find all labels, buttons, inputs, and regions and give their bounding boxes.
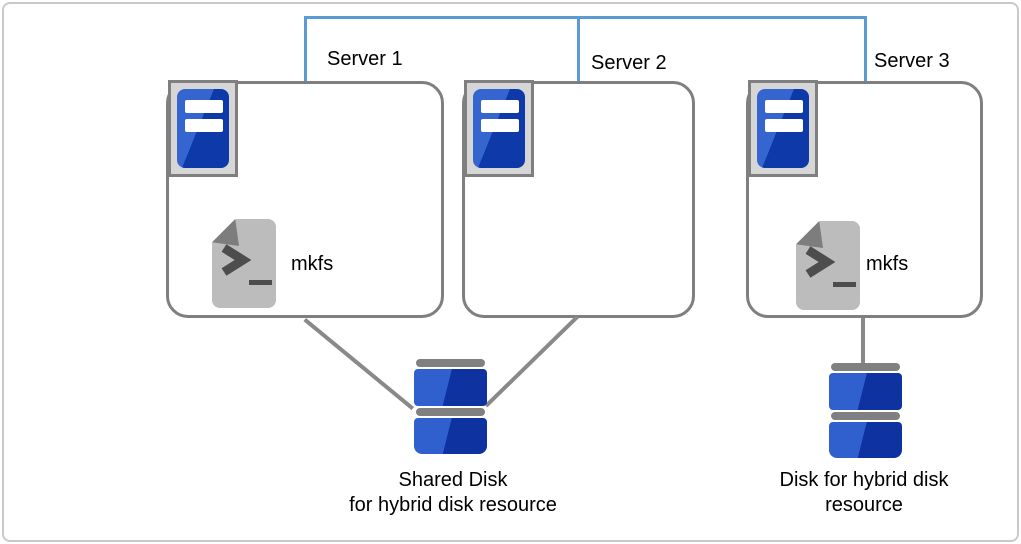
disk-platter-bar	[831, 412, 900, 420]
server-tower-body	[757, 89, 809, 168]
server1-label: Server 1	[327, 48, 403, 70]
disk-platter-bar	[831, 363, 900, 371]
server3-label: Server 3	[874, 50, 950, 72]
disk-platter-bar	[416, 408, 485, 416]
disk-unit	[829, 422, 902, 458]
disk-unit	[414, 369, 487, 406]
caption-line: Shared Disk	[398, 469, 508, 491]
shared-disk-stack-icon	[414, 359, 487, 454]
hybrid-disk-caption: Disk for hybrid disk resource	[714, 468, 1014, 518]
server2-label: Server 2	[591, 52, 667, 74]
network-line-server1	[304, 16, 307, 82]
caption-line: for hybrid disk resource	[349, 494, 557, 516]
shared-disk-caption: Shared Disk for hybrid disk resource	[303, 468, 603, 518]
hybrid-disk-stack-icon	[829, 363, 902, 458]
server-drive-bay	[185, 100, 223, 113]
server-drive-bay	[481, 119, 519, 132]
server1-server-tower-icon	[168, 80, 238, 177]
terminal-prompt-icon	[805, 246, 835, 278]
server-drive-bay	[765, 119, 803, 132]
caption-line: Disk for hybrid disk	[779, 469, 949, 491]
disk-unit	[414, 418, 487, 454]
caption-line: resource	[825, 494, 903, 516]
server-tower-body	[177, 89, 229, 168]
server-drive-bay	[481, 100, 519, 113]
server2-server-tower-icon	[464, 80, 534, 177]
server1-mkfs-label: mkfs	[291, 253, 334, 275]
connector-server3-to-hybrid-disk	[861, 318, 865, 366]
network-line-server2	[577, 16, 580, 82]
server-drive-bay	[185, 119, 223, 132]
network-line-server3	[864, 16, 867, 82]
terminal-cursor-underscore	[833, 282, 856, 287]
disk-platter-bar	[416, 359, 485, 367]
disk-unit	[829, 373, 902, 410]
terminal-cursor-underscore	[249, 280, 272, 285]
connector-server2-to-shared-disk	[484, 315, 579, 408]
connector-server1-to-shared-disk	[303, 318, 415, 411]
server-tower-body	[473, 89, 525, 168]
server3-mkfs-label: mkfs	[866, 253, 909, 275]
server3-server-tower-icon	[748, 80, 818, 177]
network-line-horizontal	[304, 16, 867, 19]
terminal-prompt-icon	[221, 244, 251, 276]
server-drive-bay	[765, 100, 803, 113]
